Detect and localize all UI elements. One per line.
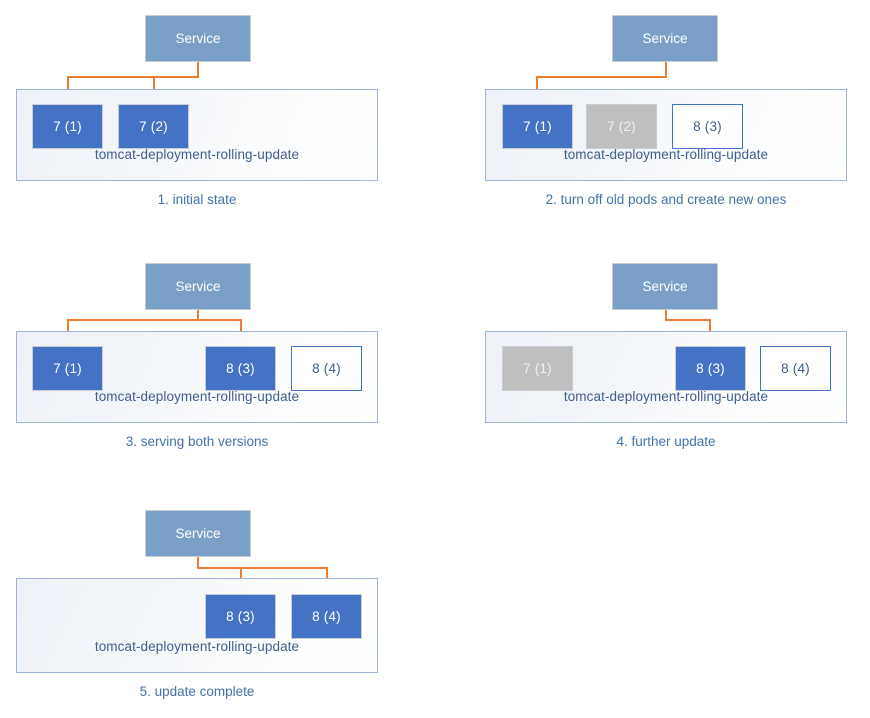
pod-box[interactable]: 8 (4)	[760, 346, 831, 391]
pod-label: 8 (4)	[312, 361, 341, 376]
step-caption: 5. update complete	[139, 684, 255, 699]
service-label: Service	[175, 279, 221, 294]
pod-label: 8 (3)	[696, 361, 725, 376]
pod-label: 8 (3)	[693, 119, 722, 134]
step-caption: 3. serving both versions	[125, 434, 269, 449]
service-label: Service	[175, 526, 221, 541]
pod-label: 7 (1)	[53, 119, 82, 134]
step-caption: 2. turn off old pods and create new ones	[545, 192, 787, 207]
pod-label: 8 (3)	[226, 609, 255, 624]
pod-label: 7 (1)	[523, 119, 552, 134]
step-caption: 1. initial state	[157, 192, 237, 207]
service-label: Service	[642, 31, 688, 46]
pod-box[interactable]: 7 (1)	[502, 104, 573, 149]
deployment-label: tomcat-deployment-rolling-update	[94, 639, 300, 654]
pod-box[interactable]: 8 (3)	[672, 104, 743, 149]
pod-label: 7 (2)	[139, 119, 168, 134]
pod-label: 8 (3)	[226, 361, 255, 376]
pod-box[interactable]: 8 (3)	[205, 346, 276, 391]
pod-box[interactable]: 8 (3)	[205, 594, 276, 639]
pod-box[interactable]: 8 (3)	[675, 346, 746, 391]
pod-box[interactable]: 8 (4)	[291, 594, 362, 639]
service-box-step-3[interactable]: Service	[145, 263, 251, 310]
service-box-step-2[interactable]: Service	[612, 15, 718, 62]
deployment-label: tomcat-deployment-rolling-update	[563, 389, 769, 404]
service-box-step-1[interactable]: Service	[145, 15, 251, 62]
pod-label: 8 (4)	[781, 361, 810, 376]
pod-box[interactable]: 7 (1)	[32, 346, 103, 391]
service-label: Service	[175, 31, 221, 46]
step-caption: 4. further update	[616, 434, 716, 449]
pod-box[interactable]: 8 (4)	[291, 346, 362, 391]
service-box-step-4[interactable]: Service	[612, 263, 718, 310]
pod-box[interactable]: 7 (2)	[586, 104, 657, 149]
deployment-label: tomcat-deployment-rolling-update	[94, 147, 300, 162]
service-label: Service	[642, 279, 688, 294]
pod-label: 8 (4)	[312, 609, 341, 624]
pod-label: 7 (1)	[53, 361, 82, 376]
service-box-step-5[interactable]: Service	[145, 510, 251, 557]
pod-box[interactable]: 7 (1)	[32, 104, 103, 149]
pod-label: 7 (2)	[607, 119, 636, 134]
pod-box[interactable]: 7 (1)	[502, 346, 573, 391]
pod-box[interactable]: 7 (2)	[118, 104, 189, 149]
deployment-label: tomcat-deployment-rolling-update	[563, 147, 769, 162]
pod-label: 7 (1)	[523, 361, 552, 376]
deployment-label: tomcat-deployment-rolling-update	[94, 389, 300, 404]
